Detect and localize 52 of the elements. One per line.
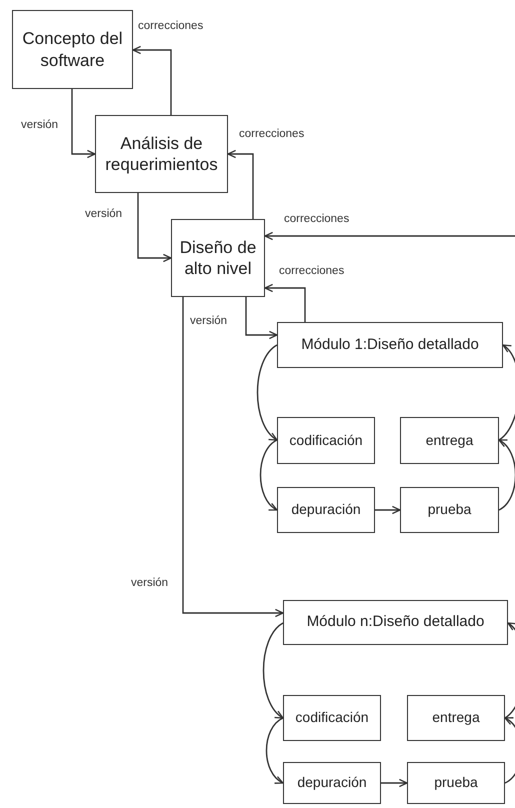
- process-box: [95, 115, 228, 193]
- box-label: entrega: [432, 709, 480, 727]
- arrow: [132, 46, 172, 115]
- arrow: [504, 717, 515, 784]
- edge-label: correcciones: [283, 213, 350, 225]
- box-label: prueba: [434, 774, 478, 792]
- arrow: [227, 150, 254, 219]
- process-box: [277, 417, 375, 464]
- process-box: [171, 219, 265, 297]
- box-label: depuración: [291, 501, 361, 519]
- box-label: Análisis de requerimientos: [104, 132, 219, 176]
- arrow: [137, 193, 172, 262]
- arrow: [266, 717, 284, 784]
- arrow: [504, 622, 515, 719]
- process-box: [400, 487, 499, 533]
- process-box: [400, 417, 499, 464]
- box-label: prueba: [428, 501, 472, 519]
- arrow: [498, 439, 515, 511]
- box-label: entrega: [426, 432, 474, 450]
- arrow: [71, 89, 96, 158]
- arrow: [182, 297, 284, 618]
- box-label: Concepto del software: [21, 28, 124, 71]
- box-label: Módulo 1:Diseño detallado: [301, 336, 479, 354]
- arrow: [260, 439, 278, 511]
- edge-label: correcciones: [278, 265, 346, 277]
- box-label: Módulo n:Diseño detallado: [306, 613, 484, 632]
- process-box: [407, 762, 505, 804]
- edge-label: correcciones: [238, 128, 306, 140]
- process-box: [277, 322, 503, 368]
- arrow: [264, 284, 306, 322]
- arrow: [381, 778, 408, 788]
- edge-label: versión: [130, 577, 170, 589]
- process-box: [12, 10, 133, 89]
- process-box: [407, 695, 505, 741]
- edge-label: correcciones: [137, 20, 204, 32]
- edge-label: versión: [189, 315, 228, 327]
- arrow: [375, 506, 401, 514]
- box-label: Diseño de alto nivel: [178, 236, 258, 280]
- process-box: [277, 487, 375, 533]
- arrow: [262, 622, 284, 719]
- arrow: [498, 344, 515, 441]
- edge-label: versión: [84, 208, 124, 220]
- edge-label: versión: [20, 119, 60, 131]
- box-label: codificación: [289, 432, 363, 450]
- arrow: [264, 232, 515, 240]
- arrow: [245, 297, 278, 340]
- process-box: [283, 762, 381, 804]
- box-label: depuración: [297, 774, 367, 792]
- arrow: [256, 344, 278, 441]
- box-label: codificación: [295, 709, 369, 727]
- process-box: [283, 695, 381, 741]
- process-box: [283, 600, 508, 645]
